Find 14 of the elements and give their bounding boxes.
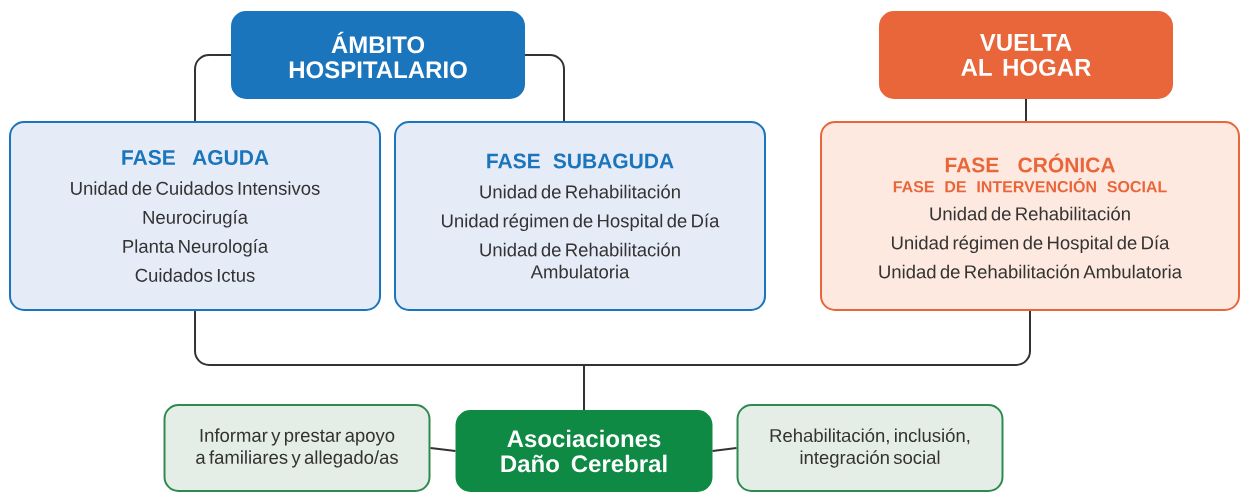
note-box: Rehabilitación, inclusión, integración social xyxy=(736,404,1004,492)
connector xyxy=(194,310,585,411)
association-box: Asociaciones Daño Cerebral xyxy=(455,410,713,492)
connector xyxy=(194,54,232,122)
heading-box: VUELTA AL HOGAR xyxy=(879,11,1173,99)
phase-box: FASE AGUDA Unidad de Cuidados Intensivos Neurocirugía Planta Neurología Cuidados Ictus xyxy=(9,121,381,311)
heading-box: ÁMBITO HOSPITALARIO xyxy=(231,11,525,99)
phase-box: FASE SUBAGUDA Unidad de Rehabilitación Unidad régimen de Hospital de Día Unidad de Rehabilitación Ambulatoria xyxy=(394,121,766,311)
note-box: Informar y prestar apoyo a familiares y allegado/as xyxy=(163,404,431,492)
connector xyxy=(524,54,565,122)
phase-box: FASE CRÓNICA FASE DE INTERVENCIÓN SOCIAL Unidad de Rehabilitación Unidad régimen de Hospital de Día Unidad de Rehabilitación Ambulatoria xyxy=(820,121,1240,311)
connector xyxy=(711,447,738,452)
connector xyxy=(1025,98,1027,122)
connector xyxy=(429,447,457,452)
